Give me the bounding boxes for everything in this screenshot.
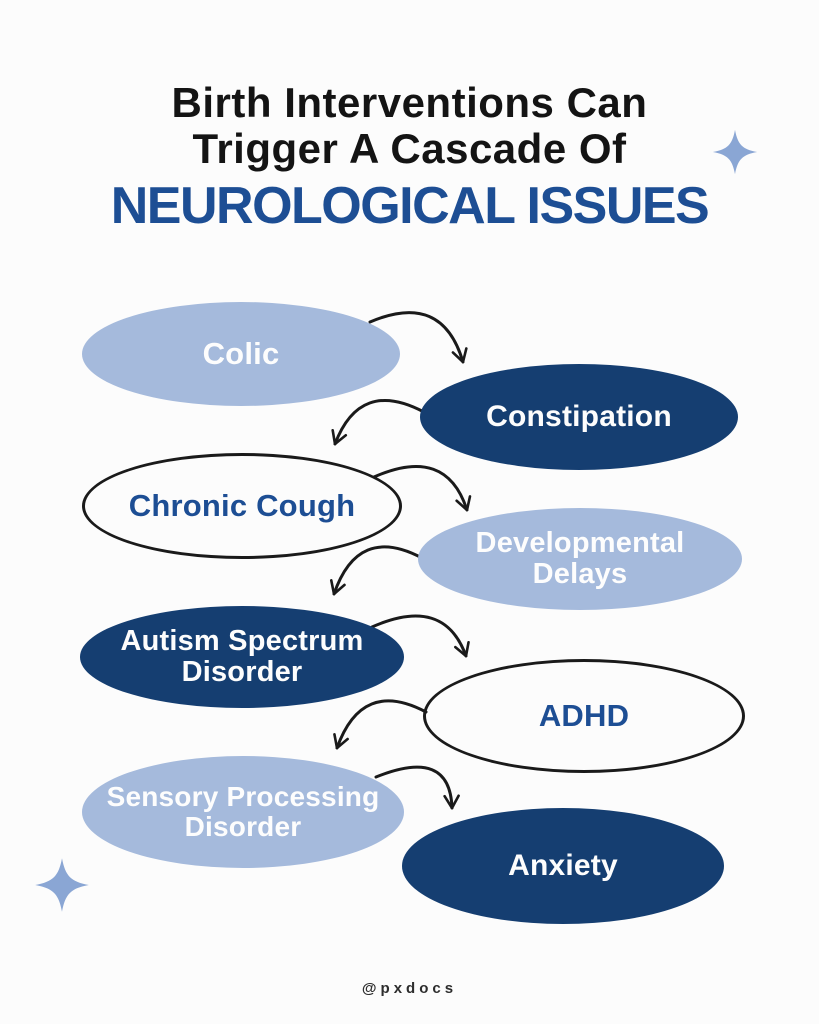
- node-developmental-delays: Developmental Delays: [418, 508, 742, 610]
- title-line-1: Birth Interventions Can: [171, 79, 648, 126]
- node-adhd: ADHD: [423, 659, 745, 773]
- title-line-2: Trigger A Cascade Of: [192, 125, 627, 173]
- node-colic: Colic: [82, 302, 400, 406]
- watermark-handle: @pxdocs: [361, 980, 458, 997]
- node-label: Autism Spectrum Disorder: [120, 624, 364, 688]
- node-sensory-processing-disorder: Sensory Processing Disorder: [82, 756, 404, 868]
- arrow-adhd-to-sensory: [333, 699, 428, 750]
- node-constipation: Constipation: [420, 364, 738, 470]
- node-label: ADHD: [538, 698, 630, 734]
- node-anxiety: Anxiety: [402, 808, 724, 924]
- node-label: Developmental Delays: [475, 526, 685, 590]
- node-chronic-cough: Chronic Cough: [82, 453, 402, 559]
- arrow-delays-to-autism: [329, 545, 424, 596]
- page-title: Birth Interventions Can Trigger A Cascad…: [0, 79, 819, 236]
- node-label: Anxiety: [508, 848, 618, 882]
- node-label: Constipation: [486, 399, 672, 433]
- node-label: Sensory Processing Disorder: [106, 780, 380, 842]
- title-accent-line: NEUROLOGICAL ISSUES: [110, 177, 710, 236]
- sparkle-icon: [711, 128, 759, 176]
- sparkle-icon: [33, 856, 91, 914]
- node-autism-spectrum-disorder: Autism Spectrum Disorder: [80, 606, 404, 708]
- arrow-constipation-to-chronic-cough: [331, 398, 426, 446]
- node-label: Colic: [202, 336, 280, 372]
- node-label: Chronic Cough: [128, 488, 356, 524]
